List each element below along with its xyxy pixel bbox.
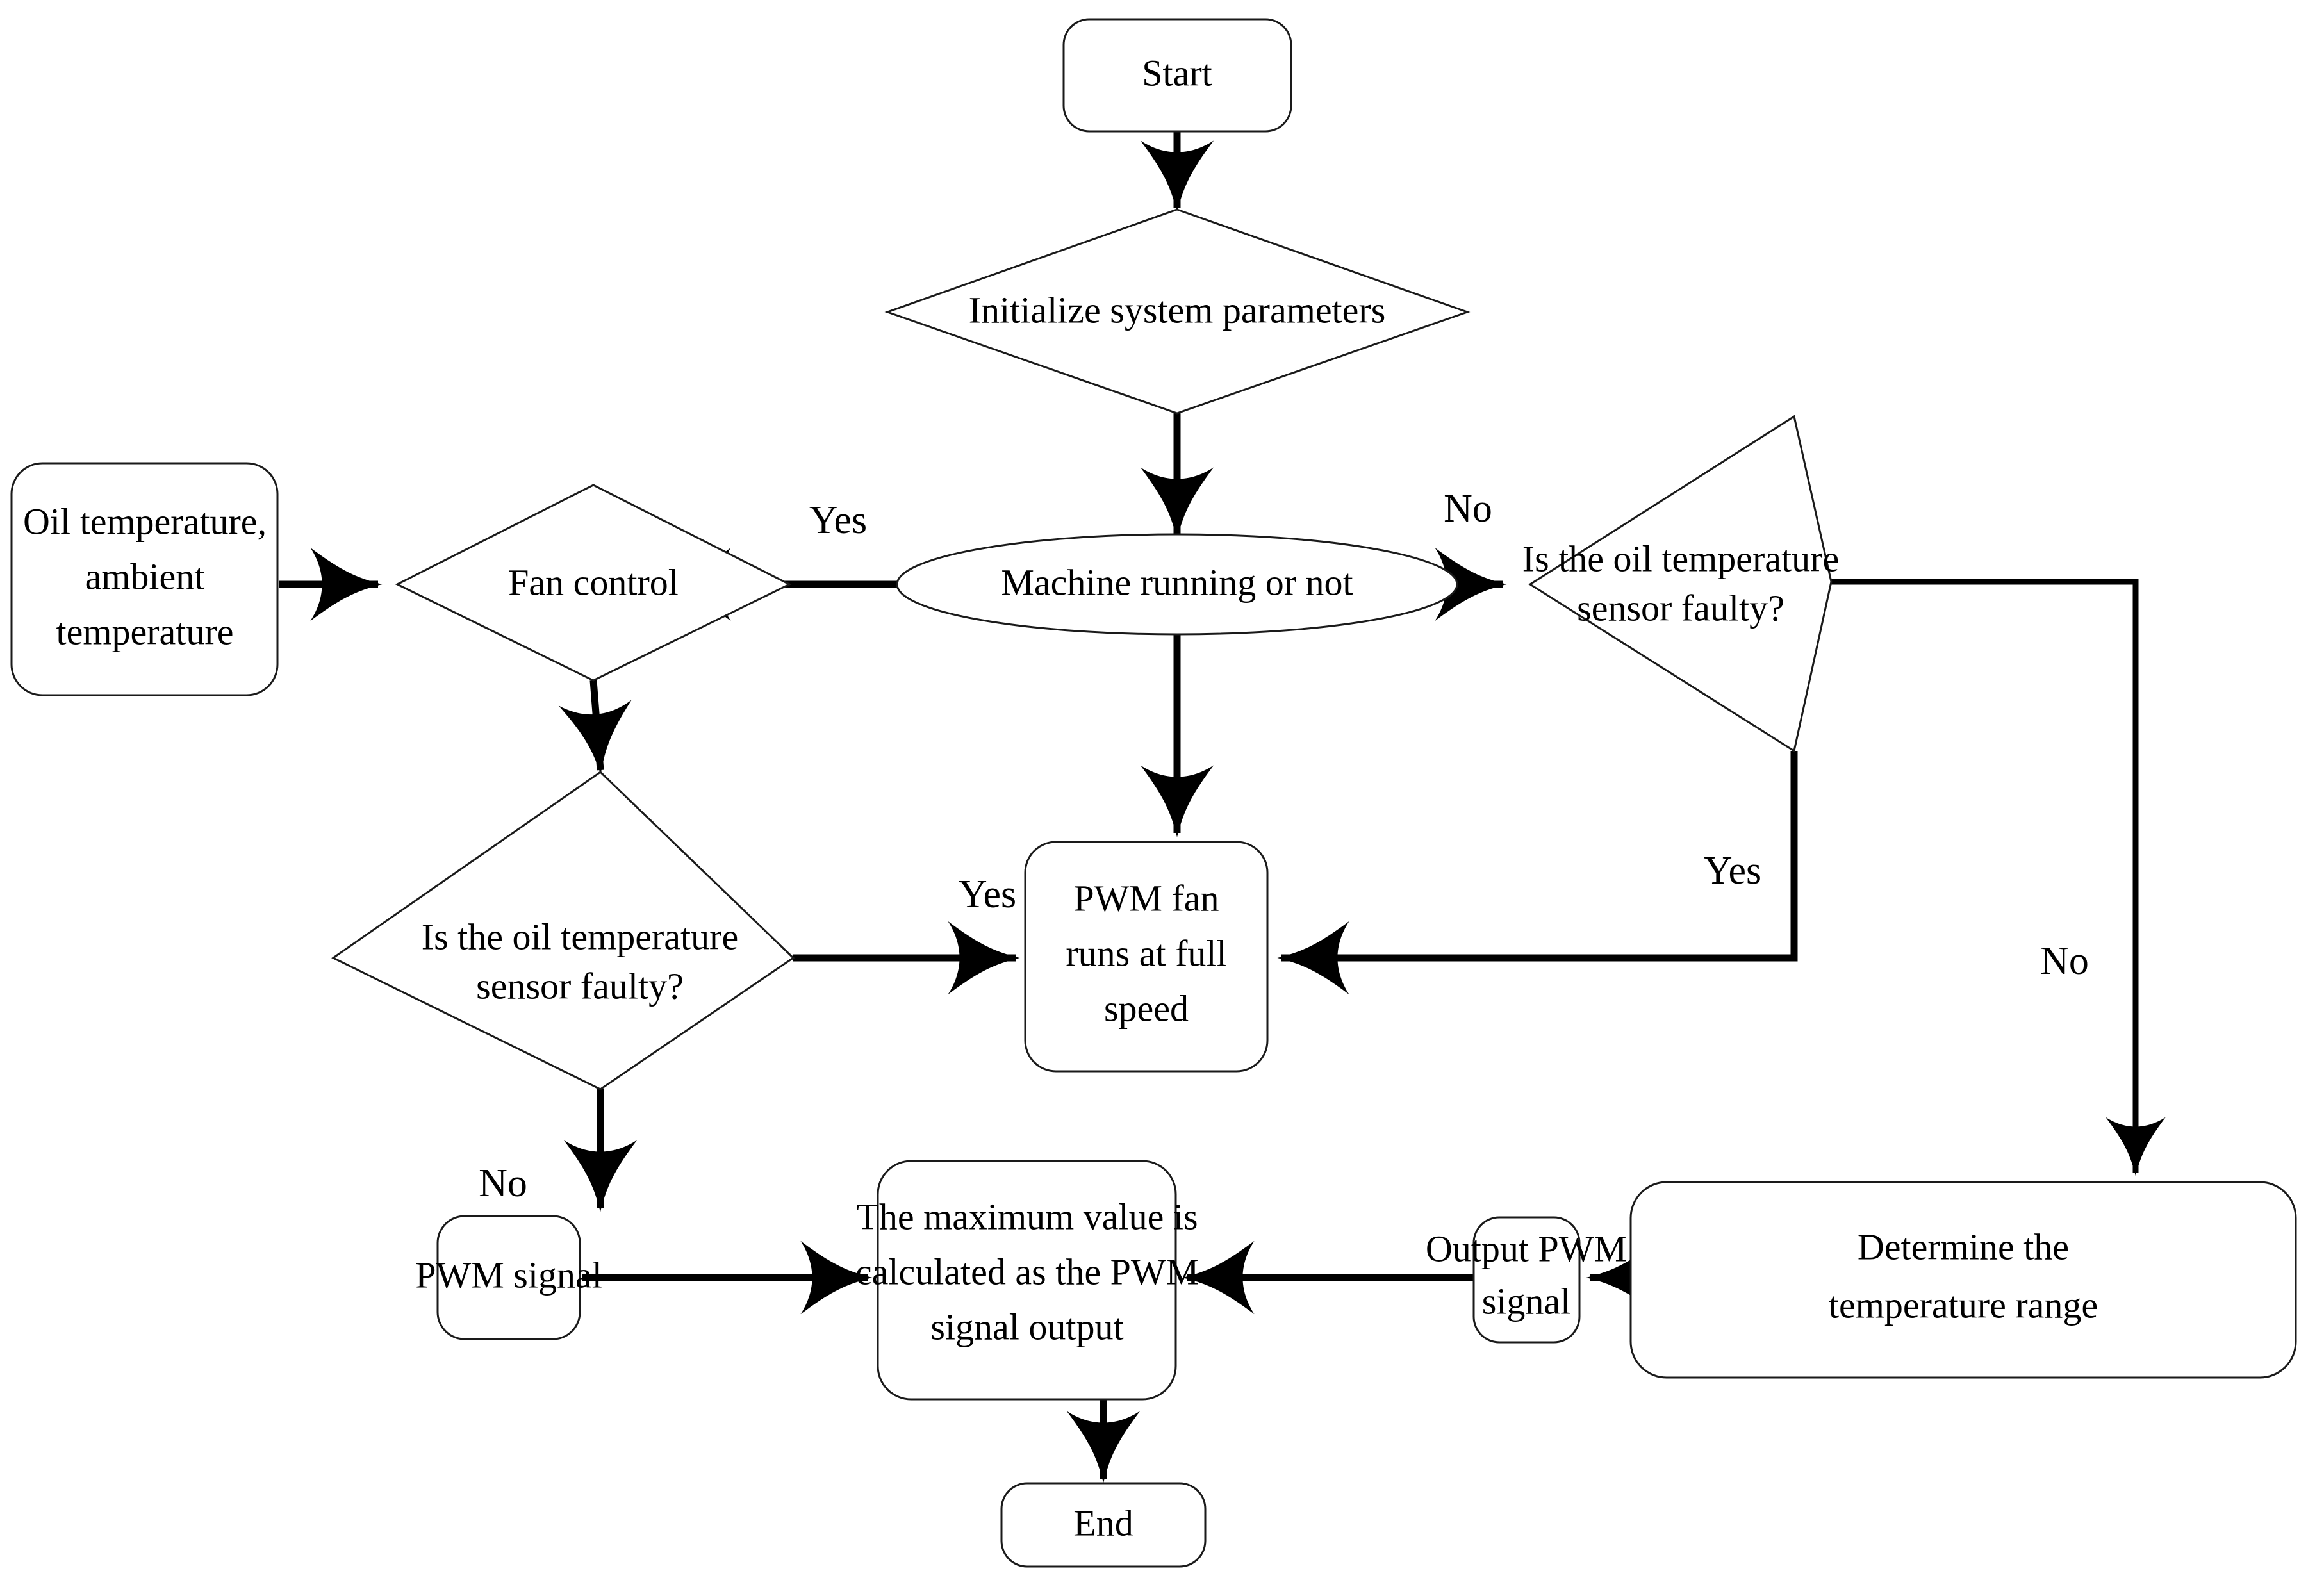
edge-sensorright-to-determine xyxy=(1831,579,2166,1176)
node-oil-temperature[interactable]: Oil temperature, ambient temperature xyxy=(10,462,279,696)
max-value-shape xyxy=(877,1160,1177,1401)
edge-fan-to-sensorleft xyxy=(558,680,632,775)
edge-sensorright-to-pwmfull xyxy=(1277,751,1798,995)
node-pwm-full-speed[interactable]: PWM fan runs at full speed xyxy=(1024,841,1269,1073)
fan-control-label: Fan control xyxy=(508,561,679,603)
pwm-signal-label: PWM signal xyxy=(415,1254,602,1296)
node-end[interactable]: End xyxy=(1000,1482,1207,1568)
oil-temperature-line-2: ambient xyxy=(85,555,205,597)
start-shape xyxy=(1062,18,1292,133)
node-output-pwm-signal[interactable]: Output PWM signal xyxy=(1426,1216,1627,1344)
pwm-signal-shape xyxy=(436,1215,581,1340)
sensor-faulty-right-line-1: Is the oil temperature xyxy=(1522,538,1839,579)
node-determine-range[interactable]: Determine the temperature range xyxy=(1629,1181,2297,1379)
node-sensor-faulty-left[interactable]: Is the oil temperature sensor faulty? xyxy=(331,771,795,1090)
sensor-faulty-left-shape xyxy=(331,771,795,1090)
machine-running-shape xyxy=(896,533,1458,636)
end-label: End xyxy=(1073,1502,1133,1543)
edge-label-machine-yes: Yes xyxy=(809,498,867,542)
output-pwm-signal-line-1: Output PWM xyxy=(1426,1228,1627,1269)
oil-temperature-line-1: Oil temperature, xyxy=(23,500,267,542)
edge-label-machine-no: No xyxy=(1444,487,1492,531)
initialize-shape xyxy=(884,208,1471,415)
edge-label-sensorleft-no: No xyxy=(479,1162,527,1205)
node-machine-running[interactable]: Machine running or not xyxy=(896,533,1458,636)
pwm-full-speed-line-1: PWM fan xyxy=(1073,877,1219,919)
initialize-label: Initialize system parameters xyxy=(969,289,1386,331)
oil-temperature-line-3: temperature xyxy=(56,611,234,652)
edge-label-sensorleft-yes: Yes xyxy=(959,873,1016,916)
fan-control-shape xyxy=(395,484,792,682)
determine-range-shape xyxy=(1629,1181,2297,1379)
node-start[interactable]: Start xyxy=(1062,18,1292,133)
edge-label-sensorright-yes: Yes xyxy=(1704,849,1761,893)
machine-running-label: Machine running or not xyxy=(1001,561,1353,603)
sensor-faulty-left-line-1: Is the oil temperature xyxy=(422,916,738,957)
edge-labels-layer: Yes No Yes No Yes No xyxy=(479,487,2089,1205)
pwm-full-speed-line-3: speed xyxy=(1104,987,1189,1029)
end-shape xyxy=(1000,1482,1207,1568)
edge-label-sensorright-no: No xyxy=(2040,939,2089,983)
sensor-faulty-right-line-2: sensor faulty? xyxy=(1577,587,1784,629)
determine-range-line-2: temperature range xyxy=(1829,1284,2098,1326)
pwm-full-speed-line-2: runs at full xyxy=(1066,932,1226,974)
max-value-line-3: signal output xyxy=(930,1306,1123,1347)
node-max-value[interactable]: The maximum value is calculated as the P… xyxy=(855,1160,1199,1401)
node-initialize[interactable]: Initialize system parameters xyxy=(884,208,1471,415)
output-pwm-signal-shape xyxy=(1472,1216,1581,1344)
max-value-line-2: calculated as the PWM xyxy=(855,1251,1199,1292)
oil-temperature-shape xyxy=(10,462,279,696)
connectors-layer xyxy=(279,131,2166,1483)
output-pwm-signal-line-2: signal xyxy=(1482,1280,1571,1322)
start-label: Start xyxy=(1142,52,1212,94)
node-pwm-signal[interactable]: PWM signal xyxy=(415,1215,602,1340)
pwm-full-speed-shape xyxy=(1024,841,1269,1073)
max-value-line-1: The maximum value is xyxy=(856,1196,1198,1237)
node-sensor-faulty-right[interactable]: Is the oil temperature sensor faulty? xyxy=(1522,415,1839,753)
sensor-faulty-left-line-2: sensor faulty? xyxy=(476,965,684,1007)
node-fan-control[interactable]: Fan control xyxy=(395,484,792,682)
determine-range-line-1: Determine the xyxy=(1858,1226,2069,1267)
sensor-faulty-right-shape xyxy=(1528,415,1833,753)
